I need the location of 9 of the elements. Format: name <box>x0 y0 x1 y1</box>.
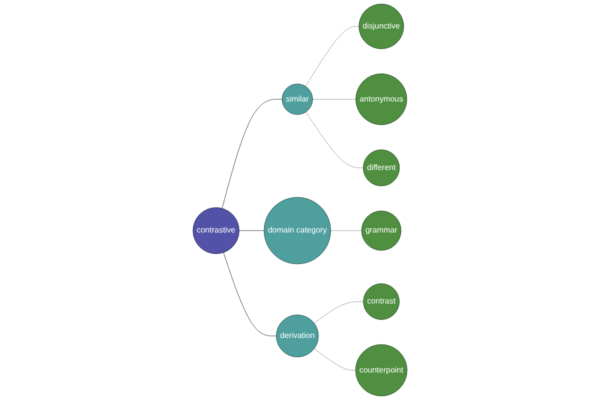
connector <box>330 230 362 231</box>
connector <box>222 99 282 209</box>
connector <box>306 112 364 168</box>
connector <box>312 99 356 100</box>
connector <box>238 230 264 231</box>
connector <box>314 348 356 370</box>
connector <box>223 252 277 336</box>
connector <box>305 26 360 87</box>
connector <box>314 301 364 324</box>
